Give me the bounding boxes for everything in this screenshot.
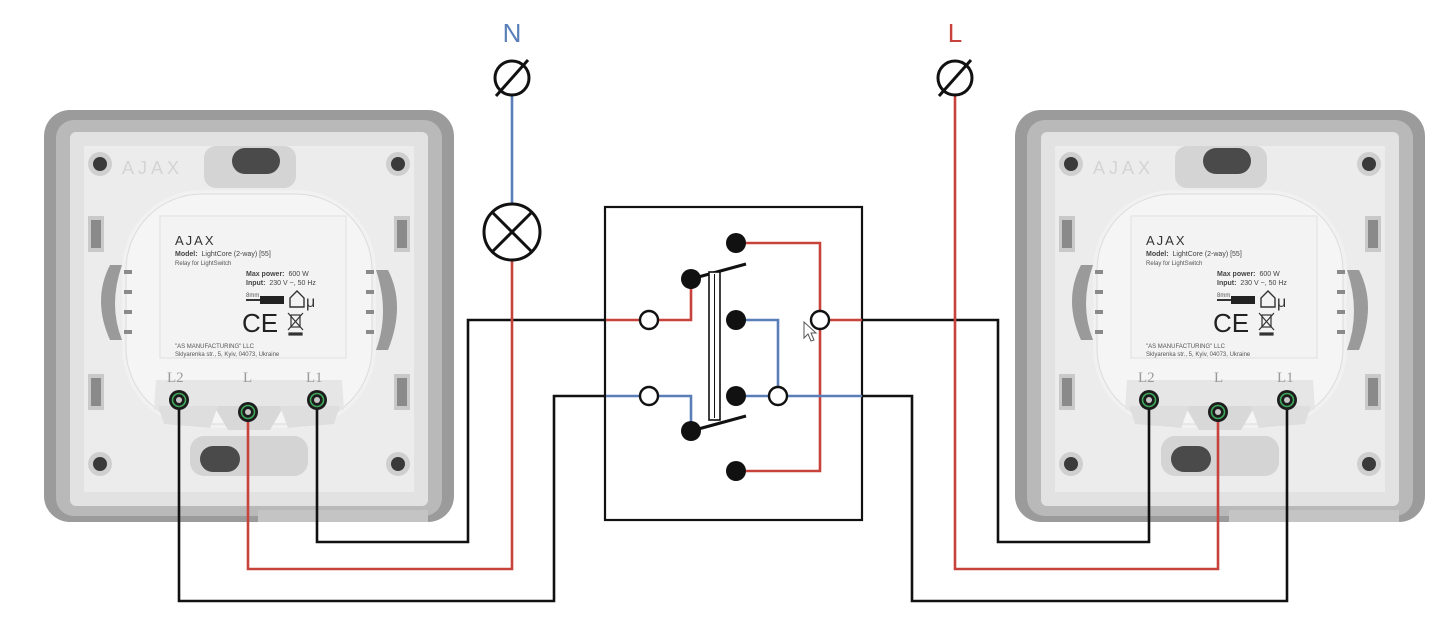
- lamp-icon: [482, 202, 542, 262]
- label-max-power-left: Max power: 600 W: [246, 271, 309, 278]
- wire-red-switch-top: [736, 241, 822, 320]
- contact-dot: [726, 461, 746, 481]
- wire-red-left-l: [246, 258, 514, 571]
- ce-mark-left: CE: [242, 308, 278, 338]
- label-subtitle-right: Relay for LightSwitch: [1146, 261, 1202, 267]
- label-max-power-right: Max power: 600 W: [1217, 271, 1280, 278]
- switch-contacts: [638, 233, 831, 481]
- terminal-l2-left: [168, 389, 190, 411]
- label-model-left: Model: LightCore (2-way) [55]: [175, 251, 271, 258]
- label-input-left: Input: 230 V ~, 50 Hz: [246, 280, 316, 287]
- terminal-label-l-right: L: [1214, 370, 1223, 386]
- wire-black-left-l1: [315, 318, 606, 544]
- wire-blue-switch-mid: [736, 318, 780, 396]
- wire-blue-switch-b: [649, 394, 693, 431]
- contact-dot: [726, 386, 746, 406]
- wire-red-switch-a: [649, 279, 693, 322]
- terminal-label-l2-left: L2: [167, 370, 184, 386]
- contact-open: [767, 385, 789, 407]
- terminal-label-l1-left: L1: [306, 370, 323, 386]
- label-address-left: Sklyarenka str., 5, Kyiv, 04073, Ukraine: [175, 352, 280, 358]
- contact-dot: [681, 269, 701, 289]
- contact-open: [638, 309, 660, 331]
- house-icon-left: [289, 290, 305, 308]
- wire-red-switch-bottom: [736, 320, 822, 473]
- terminal-l-right: [1207, 401, 1229, 423]
- contact-dot: [726, 310, 746, 330]
- label-input-right: Input: 230 V ~, 50 Hz: [1217, 280, 1287, 287]
- terminal-label-l2-right: L2: [1138, 370, 1155, 386]
- embossed-brand-right: AJAX: [1093, 158, 1154, 178]
- contact-open: [809, 309, 831, 331]
- strip-gauge-icon-left: [246, 296, 284, 304]
- weee-bin-icon-left: [287, 312, 304, 336]
- label-manufacturer-right: "AS MANUFACTURING" LLC: [1146, 344, 1226, 350]
- label-model-right: Model: LightCore (2-way) [55]: [1146, 251, 1242, 258]
- wire-black-left-l2: [177, 394, 606, 603]
- terminal-label-l1-right: L1: [1277, 370, 1294, 386]
- contact-open: [638, 385, 660, 407]
- live-terminal-icon: [936, 59, 974, 97]
- terminal-label-l-left: L: [243, 370, 252, 386]
- label-manufacturer-left: "AS MANUFACTURING" LLC: [175, 344, 255, 350]
- contact-dot: [681, 421, 701, 441]
- contact-dot: [726, 233, 746, 253]
- relay-device-left: AJAX AJAX Model: LightCore (2-way) [55] …: [43, 109, 455, 523]
- weee-bin-icon-right: [1258, 312, 1275, 336]
- label-brand-right: AJAX: [1146, 233, 1187, 248]
- house-icon-right: [1260, 290, 1276, 308]
- mu-mark-right: μ: [1277, 294, 1286, 311]
- mouse-cursor-icon: [803, 320, 818, 342]
- label-subtitle-left: Relay for LightSwitch: [175, 261, 231, 267]
- terminal-l1-right: [1276, 389, 1298, 411]
- label-strip-length-right: 8mm: [1217, 293, 1230, 299]
- strip-gauge-icon-right: [1217, 296, 1255, 304]
- label-strip-length-left: 8mm: [246, 293, 259, 299]
- wire-black-right-l1: [862, 394, 1289, 603]
- terminal-l2-right: [1138, 389, 1160, 411]
- live-label: L: [948, 18, 962, 48]
- wire-black-right-l2: [862, 318, 1151, 544]
- wire-red-live: [953, 96, 1220, 571]
- terminal-l-left: [237, 401, 259, 423]
- terminal-l1-left: [306, 389, 328, 411]
- embossed-brand-left: AJAX: [122, 158, 183, 178]
- label-address-right: Sklyarenka str., 5, Kyiv, 04073, Ukraine: [1146, 352, 1251, 358]
- ce-mark-right: CE: [1213, 308, 1249, 338]
- neutral-label: N: [503, 18, 522, 48]
- relay-device-right: AJAX AJAX Model: LightCore (2-way) [55] …: [1014, 109, 1426, 523]
- mu-mark-left: μ: [306, 294, 315, 311]
- neutral-terminal-icon: [493, 59, 531, 97]
- label-brand-left: AJAX: [175, 233, 216, 248]
